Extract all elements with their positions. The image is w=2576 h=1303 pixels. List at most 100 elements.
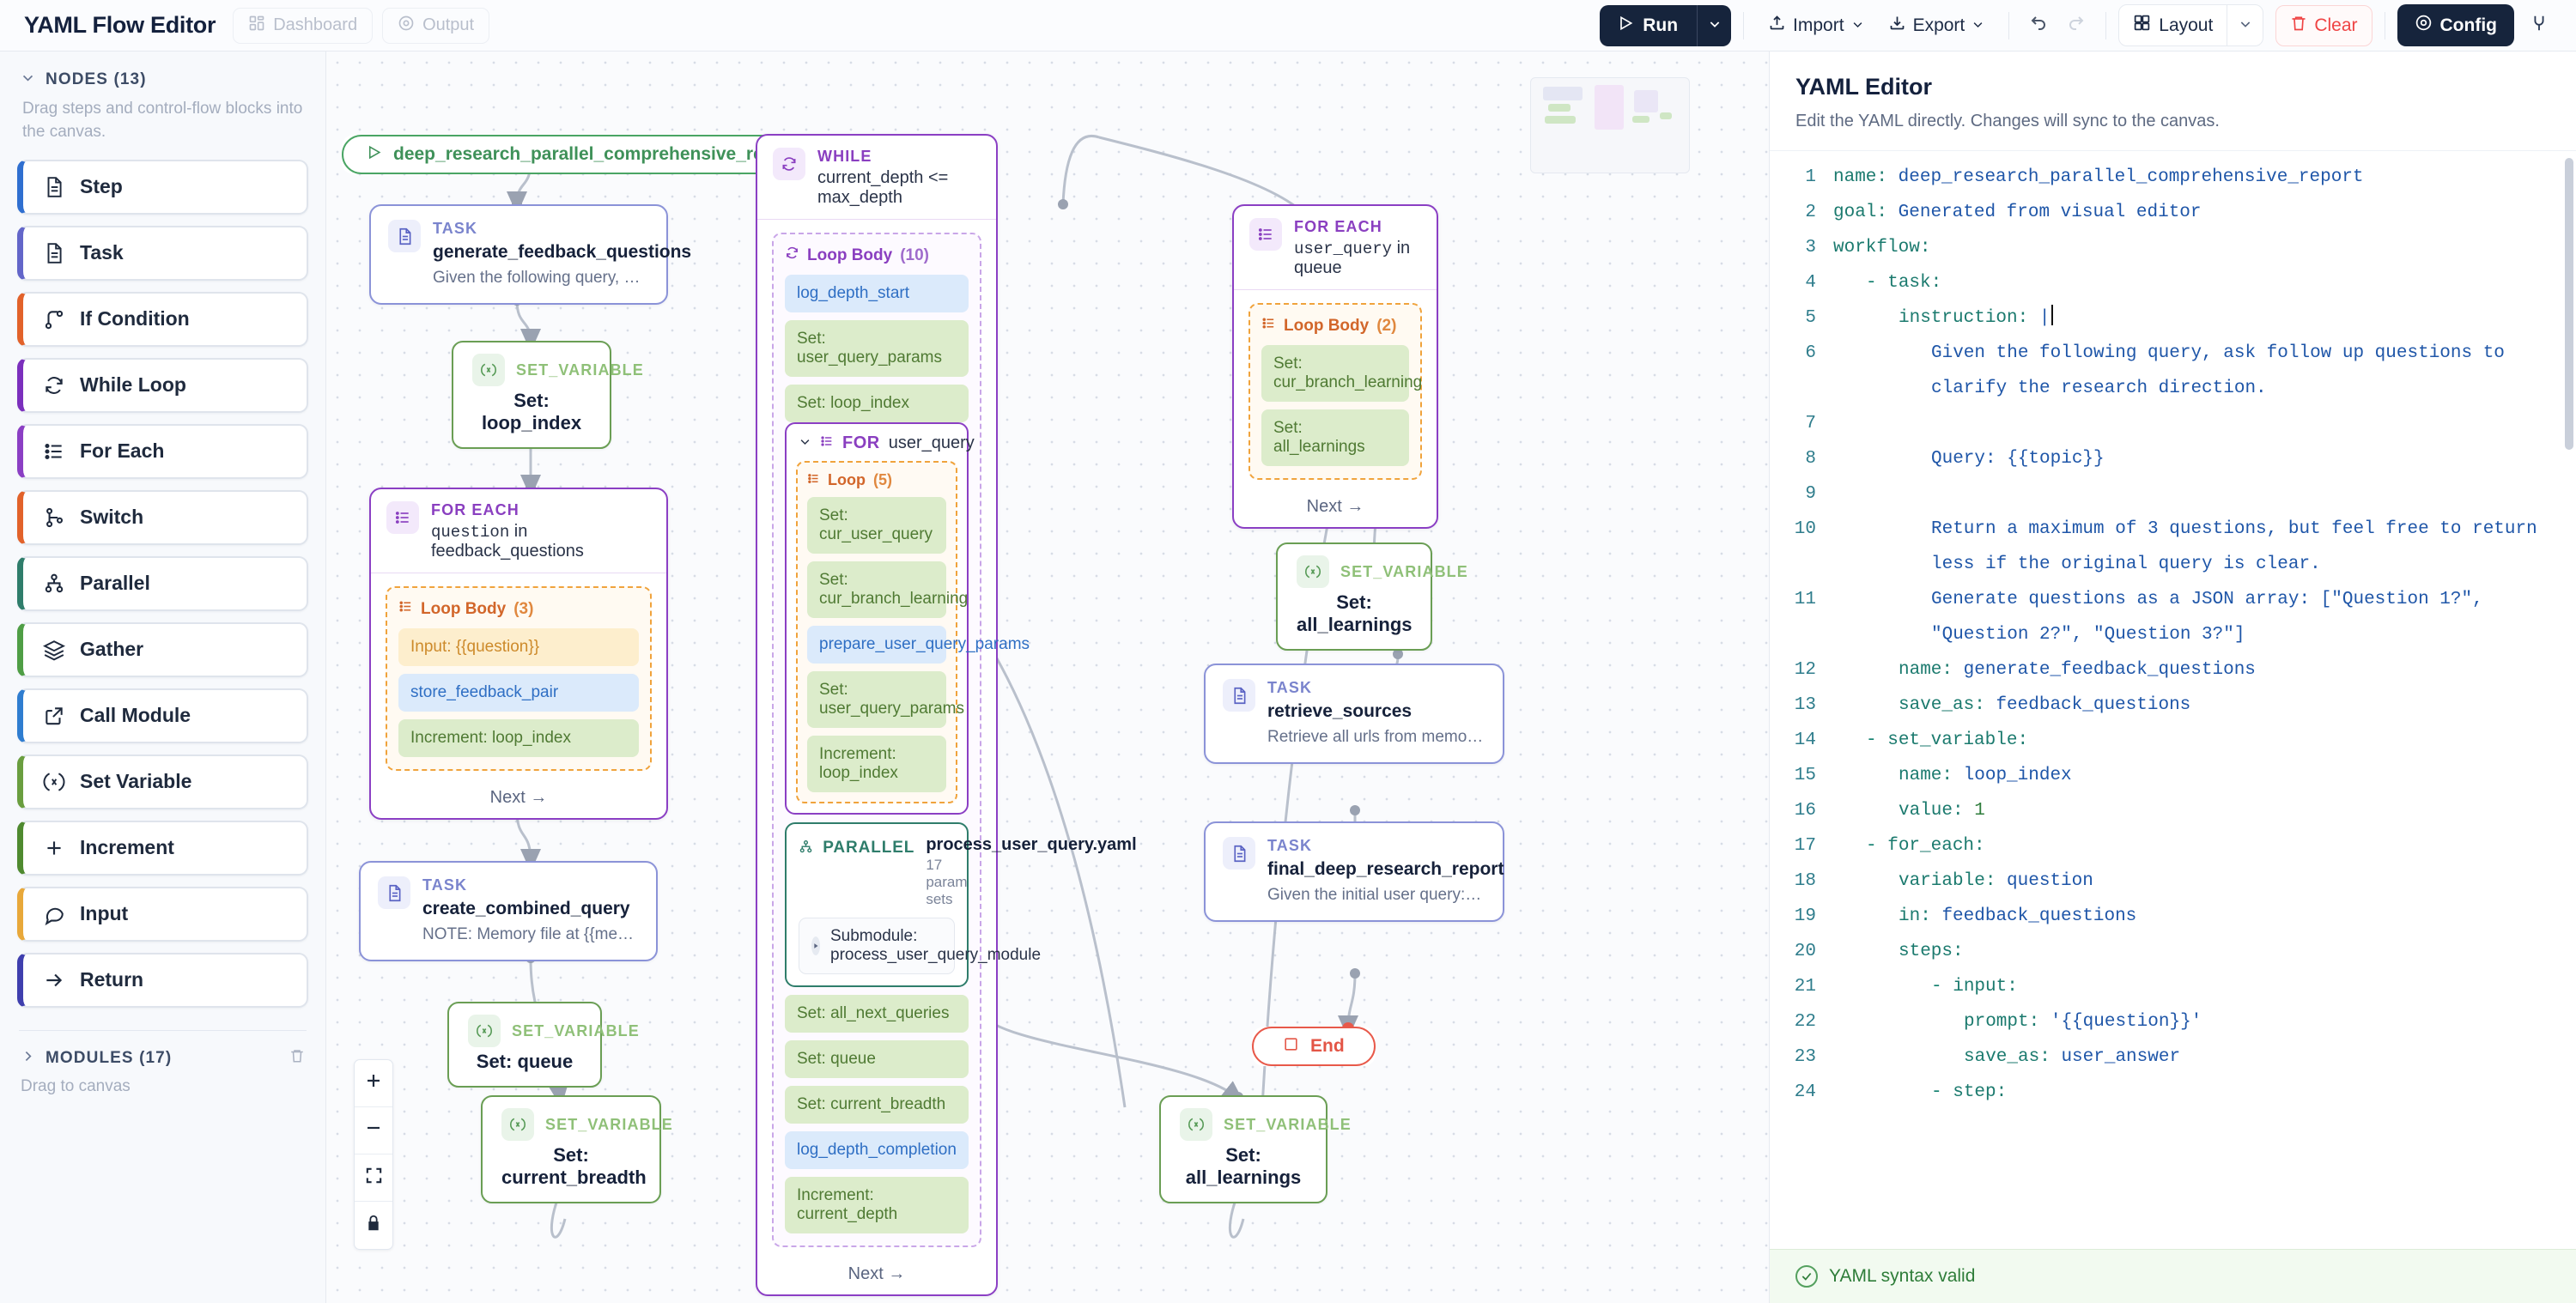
loop-step-chip[interactable]: store_feedback_pair bbox=[398, 674, 639, 712]
clear-modules-icon[interactable] bbox=[289, 1048, 305, 1069]
set-variable-node-all-learnings-bottom[interactable]: SET_VARIABLE Set: all_learnings bbox=[1159, 1095, 1351, 1203]
yaml-line-text: goal: Generated from visual editor bbox=[1833, 203, 2202, 222]
palette-item-for-each[interactable]: For Each bbox=[17, 423, 308, 479]
yaml-status-label: YAML syntax valid bbox=[1829, 1266, 1976, 1286]
palette-item-call-module[interactable]: Call Module bbox=[17, 688, 308, 743]
layout-button[interactable]: Layout bbox=[2119, 5, 2227, 45]
set-variable-node-loop-index[interactable]: SET_VARIABLE Set: loop_index bbox=[452, 341, 643, 449]
chevron-down-icon[interactable] bbox=[799, 433, 811, 453]
run-dropdown-button[interactable] bbox=[1697, 4, 1731, 46]
for-each-node-user-query[interactable]: FOR EACH user_query in queue Loop Body (… bbox=[1232, 204, 1438, 529]
palette-item-switch[interactable]: Switch bbox=[17, 489, 308, 545]
palette-item-increment[interactable]: Increment bbox=[17, 820, 308, 876]
yaml-line-text bbox=[1931, 406, 1956, 441]
flow-canvas[interactable]: deep_research_parallel_comprehensive_rep… bbox=[326, 52, 1769, 1303]
loop-step-chip[interactable]: Increment: current_depth bbox=[785, 1177, 969, 1233]
import-button[interactable]: Import bbox=[1756, 5, 1876, 45]
zoom-out-button[interactable] bbox=[355, 1107, 392, 1155]
start-node[interactable]: deep_research_parallel_comprehensive_rep… bbox=[342, 135, 823, 174]
switch-icon bbox=[42, 506, 66, 530]
modules-section-header[interactable]: MODULES (17) bbox=[0, 1031, 325, 1072]
loop-step-chip[interactable]: prepare_user_query_params bbox=[807, 626, 1030, 664]
palette-item-return[interactable]: Return bbox=[17, 952, 308, 1008]
palette-item-set-variable[interactable]: Set Variable bbox=[17, 754, 308, 809]
loop-step-chip[interactable]: log_depth_completion bbox=[785, 1131, 969, 1169]
run-button[interactable]: Run bbox=[1600, 5, 1697, 46]
loop-step-chip[interactable]: Set: loop_index bbox=[785, 385, 969, 422]
config-button[interactable]: Config bbox=[2397, 4, 2514, 46]
loop-step-chip[interactable]: Set: user_query_params bbox=[785, 320, 969, 377]
variable-icon bbox=[1297, 555, 1329, 588]
palette-item-input[interactable]: Input bbox=[17, 886, 308, 942]
redo-button[interactable] bbox=[2057, 9, 2093, 43]
header-actions: Run Import bbox=[1600, 4, 2557, 46]
task-node-retrieve-sources[interactable]: TASK retrieve_sources Retrieve all urls … bbox=[1204, 664, 1504, 764]
loop-step-chip[interactable]: Set: cur_user_query bbox=[807, 497, 946, 554]
palette-item-while-loop[interactable]: While Loop bbox=[17, 357, 308, 413]
yaml-line-number: 3 bbox=[1805, 238, 1816, 258]
node-title: Set: loop_index bbox=[481, 390, 582, 433]
nodes-section-header[interactable]: NODES (13) bbox=[0, 52, 325, 98]
palette-item-label: Task bbox=[80, 241, 124, 264]
for-each-node-question[interactable]: FOR EACH question in feedback_questions … bbox=[369, 488, 668, 820]
palette-item-step[interactable]: Step bbox=[17, 159, 308, 215]
chat-icon bbox=[42, 902, 66, 926]
loop-step-chip[interactable]: Set: all_next_queries bbox=[785, 995, 969, 1033]
lock-button[interactable] bbox=[355, 1202, 392, 1249]
fit-view-button[interactable] bbox=[355, 1155, 392, 1202]
layers-icon bbox=[42, 638, 66, 662]
undo-button[interactable] bbox=[2021, 9, 2057, 43]
task-node-generate-feedback-questions[interactable]: TASK generate_feedback_questions Given t… bbox=[369, 204, 691, 305]
output-tab[interactable]: Output bbox=[382, 7, 490, 44]
list-icon bbox=[398, 599, 413, 619]
parallel-node[interactable]: PARALLEL process_user_query.yaml 17 para… bbox=[785, 822, 1137, 987]
loop-step-chip[interactable]: Set: cur_branch_learning bbox=[807, 561, 968, 618]
parallel-file: process_user_query.yaml bbox=[926, 835, 1137, 854]
end-node[interactable]: End bbox=[1252, 1027, 1376, 1066]
node-kicker: SET_VARIABLE bbox=[545, 1115, 673, 1133]
set-variable-node-queue[interactable]: SET_VARIABLE Set: queue bbox=[447, 1002, 639, 1088]
app-title: YAML Flow Editor bbox=[24, 12, 216, 38]
dashboard-tab[interactable]: Dashboard bbox=[233, 7, 374, 44]
app-body: NODES (13) Drag steps and control-flow b… bbox=[0, 52, 2576, 1303]
node-title: retrieve_sources bbox=[1267, 701, 1413, 721]
inner-for-node[interactable]: FOR user_query Loop (5) Set: cu bbox=[785, 422, 1030, 815]
export-button[interactable]: Export bbox=[1876, 5, 1997, 45]
pin-panel-button[interactable] bbox=[2521, 9, 2557, 43]
palette-item-gather[interactable]: Gather bbox=[17, 621, 308, 677]
start-node-label: deep_research_parallel_comprehensive_rep… bbox=[393, 144, 799, 164]
loop-step-chip[interactable]: Set: queue bbox=[785, 1040, 969, 1078]
set-variable-node-all-learnings-right[interactable]: SET_VARIABLE Set: all_learnings bbox=[1276, 542, 1467, 651]
loop-step-chip[interactable]: Increment: loop_index bbox=[807, 736, 946, 792]
dashboard-label: Dashboard bbox=[273, 15, 358, 34]
clear-button[interactable]: Clear bbox=[2275, 4, 2372, 46]
loop-step-chip[interactable]: Input: {{question}} bbox=[398, 628, 639, 666]
palette-item-task[interactable]: Task bbox=[17, 225, 308, 281]
loop-variable: question bbox=[431, 523, 510, 542]
loop-step-chip[interactable]: Set: all_learnings bbox=[1261, 409, 1409, 466]
play-icon bbox=[366, 144, 382, 166]
palette-item-parallel[interactable]: Parallel bbox=[17, 555, 308, 611]
loop-step-chip[interactable]: log_depth_start bbox=[785, 275, 969, 312]
task-node-create-combined-query[interactable]: TASK create_combined_query NOTE: Memory … bbox=[359, 861, 658, 961]
loop-step-chip[interactable]: Increment: loop_index bbox=[398, 719, 639, 757]
loop-step-chip[interactable]: Set: cur_branch_learning bbox=[1261, 345, 1422, 402]
pin-icon bbox=[2530, 14, 2549, 38]
minimap[interactable] bbox=[1530, 77, 1690, 173]
layout-dropdown-button[interactable] bbox=[2227, 5, 2263, 45]
loop-step-chip[interactable]: Set: current_breadth bbox=[785, 1086, 969, 1124]
document-icon bbox=[1223, 679, 1255, 712]
yaml-scrollbar[interactable] bbox=[2565, 158, 2573, 450]
parallel-kicker: PARALLEL bbox=[823, 839, 915, 857]
submodule-row[interactable]: Submodule: process_user_query_module bbox=[799, 918, 1041, 974]
while-loop-node[interactable]: WHILE current_depth <= max_depth Loop Bo… bbox=[756, 134, 1137, 1296]
loop-step-chip[interactable]: Set: user_query_params bbox=[807, 671, 964, 728]
palette-item-if-condition[interactable]: If Condition bbox=[17, 291, 308, 347]
task-node-final-deep-research-report[interactable]: TASK final_deep_research_report Given th… bbox=[1204, 821, 1504, 922]
set-variable-node-current-breadth[interactable]: SET_VARIABLE Set: current_breadth bbox=[481, 1095, 672, 1203]
zoom-in-button[interactable] bbox=[355, 1060, 392, 1107]
